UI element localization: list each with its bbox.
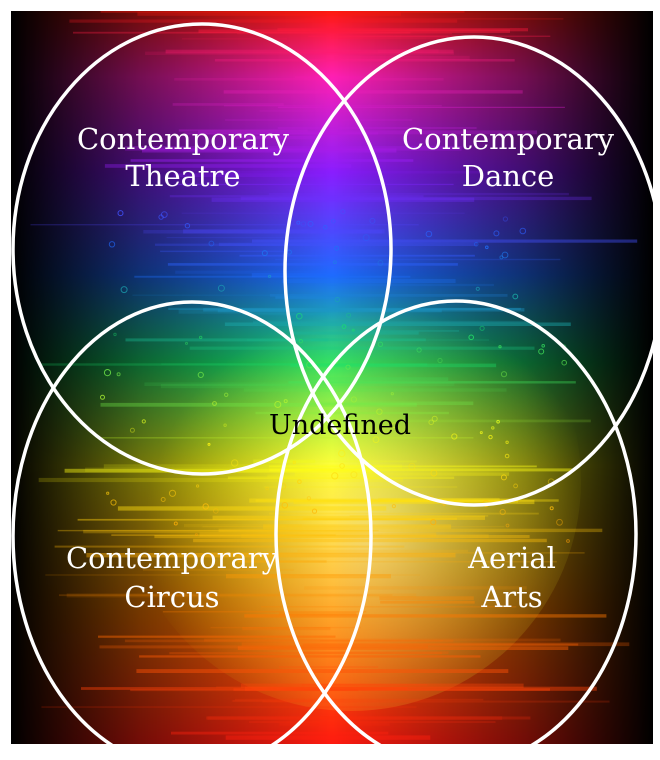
- label-aerial-line-2: Arts: [480, 580, 542, 614]
- light-streak: [224, 90, 523, 93]
- light-streak: [143, 230, 382, 234]
- light-streak: [303, 644, 578, 646]
- light-streak: [175, 271, 349, 274]
- light-streak: [207, 716, 502, 720]
- light-streak: [73, 32, 410, 34]
- light-streak: [269, 513, 539, 515]
- light-streak: [182, 213, 465, 214]
- light-streak: [240, 255, 475, 257]
- light-streak: [277, 28, 528, 31]
- light-streak: [233, 688, 550, 691]
- light-streak: [261, 606, 516, 607]
- light-streak: [263, 701, 610, 703]
- light-streak: [282, 279, 456, 283]
- label-circus-line-2: Circus: [124, 580, 219, 614]
- label-theatre-line-2: Theatre: [125, 159, 240, 193]
- light-streak: [356, 330, 459, 331]
- label-center-undefined: Undefined: [269, 410, 411, 441]
- light-streak: [31, 224, 419, 225]
- label-dance-line-2: Dance: [462, 159, 555, 193]
- label-aerial-line-1: Aerial: [467, 541, 556, 575]
- light-streak: [225, 323, 571, 327]
- light-streak: [171, 732, 388, 735]
- light-streak: [134, 276, 410, 278]
- light-streak: [247, 339, 489, 340]
- light-streak: [137, 12, 401, 16]
- light-streak: [213, 171, 481, 174]
- light-streak: [100, 645, 428, 648]
- light-streak: [226, 735, 431, 739]
- light-streak: [298, 550, 469, 553]
- label-dance-line-1: Contemporary: [402, 122, 615, 156]
- light-streak: [244, 388, 507, 391]
- light-streak: [69, 20, 457, 23]
- light-streak: [252, 240, 637, 243]
- light-streak: [241, 684, 524, 688]
- light-streak: [263, 524, 451, 528]
- venn-diagram-svg: Contemporary Theatre Contemporary Dance …: [11, 11, 653, 744]
- light-streak: [101, 403, 417, 407]
- light-streak: [278, 107, 565, 108]
- light-streak: [59, 594, 393, 596]
- light-streak: [290, 364, 496, 368]
- label-circus-line-1: Contemporary: [66, 541, 279, 575]
- light-streak: [169, 652, 442, 654]
- light-streak: [260, 110, 359, 111]
- light-streak: [212, 198, 475, 202]
- light-streak: [304, 18, 564, 20]
- light-streak: [380, 601, 475, 604]
- light-streak: [225, 119, 412, 121]
- light-streak: [269, 193, 569, 195]
- light-streak: [275, 259, 560, 260]
- light-streak: [232, 700, 312, 702]
- light-streak: [264, 486, 458, 487]
- light-streak: [241, 534, 488, 538]
- light-streak: [279, 667, 378, 668]
- light-streak: [161, 364, 296, 365]
- light-streak: [167, 237, 356, 238]
- light-streak: [308, 36, 550, 37]
- light-streak: [242, 627, 330, 630]
- light-streak: [204, 639, 560, 642]
- light-streak: [295, 472, 509, 476]
- light-streak: [224, 105, 442, 106]
- light-streak: [279, 612, 356, 615]
- light-streak: [190, 347, 535, 350]
- light-streak: [168, 263, 458, 266]
- light-streak: [118, 506, 386, 510]
- light-streak: [293, 332, 419, 335]
- venn-diagram-artwork: Contemporary Theatre Contemporary Dance …: [11, 11, 653, 744]
- light-streak: [203, 308, 524, 311]
- label-theatre-line-1: Contemporary: [77, 122, 290, 156]
- light-streak: [215, 59, 515, 62]
- light-streak: [307, 377, 448, 381]
- light-streak: [41, 706, 416, 707]
- light-streak: [379, 596, 473, 600]
- light-streak: [58, 530, 379, 531]
- light-streak: [144, 382, 454, 386]
- light-streak: [228, 477, 454, 480]
- light-streak: [280, 14, 342, 15]
- light-streak: [98, 636, 336, 638]
- light-streak: [139, 655, 480, 657]
- light-streak: [243, 313, 329, 315]
- light-streak: [174, 78, 443, 81]
- light-streak: [323, 284, 494, 286]
- light-streak: [295, 76, 374, 77]
- light-streak: [136, 669, 508, 673]
- light-streak: [160, 251, 287, 253]
